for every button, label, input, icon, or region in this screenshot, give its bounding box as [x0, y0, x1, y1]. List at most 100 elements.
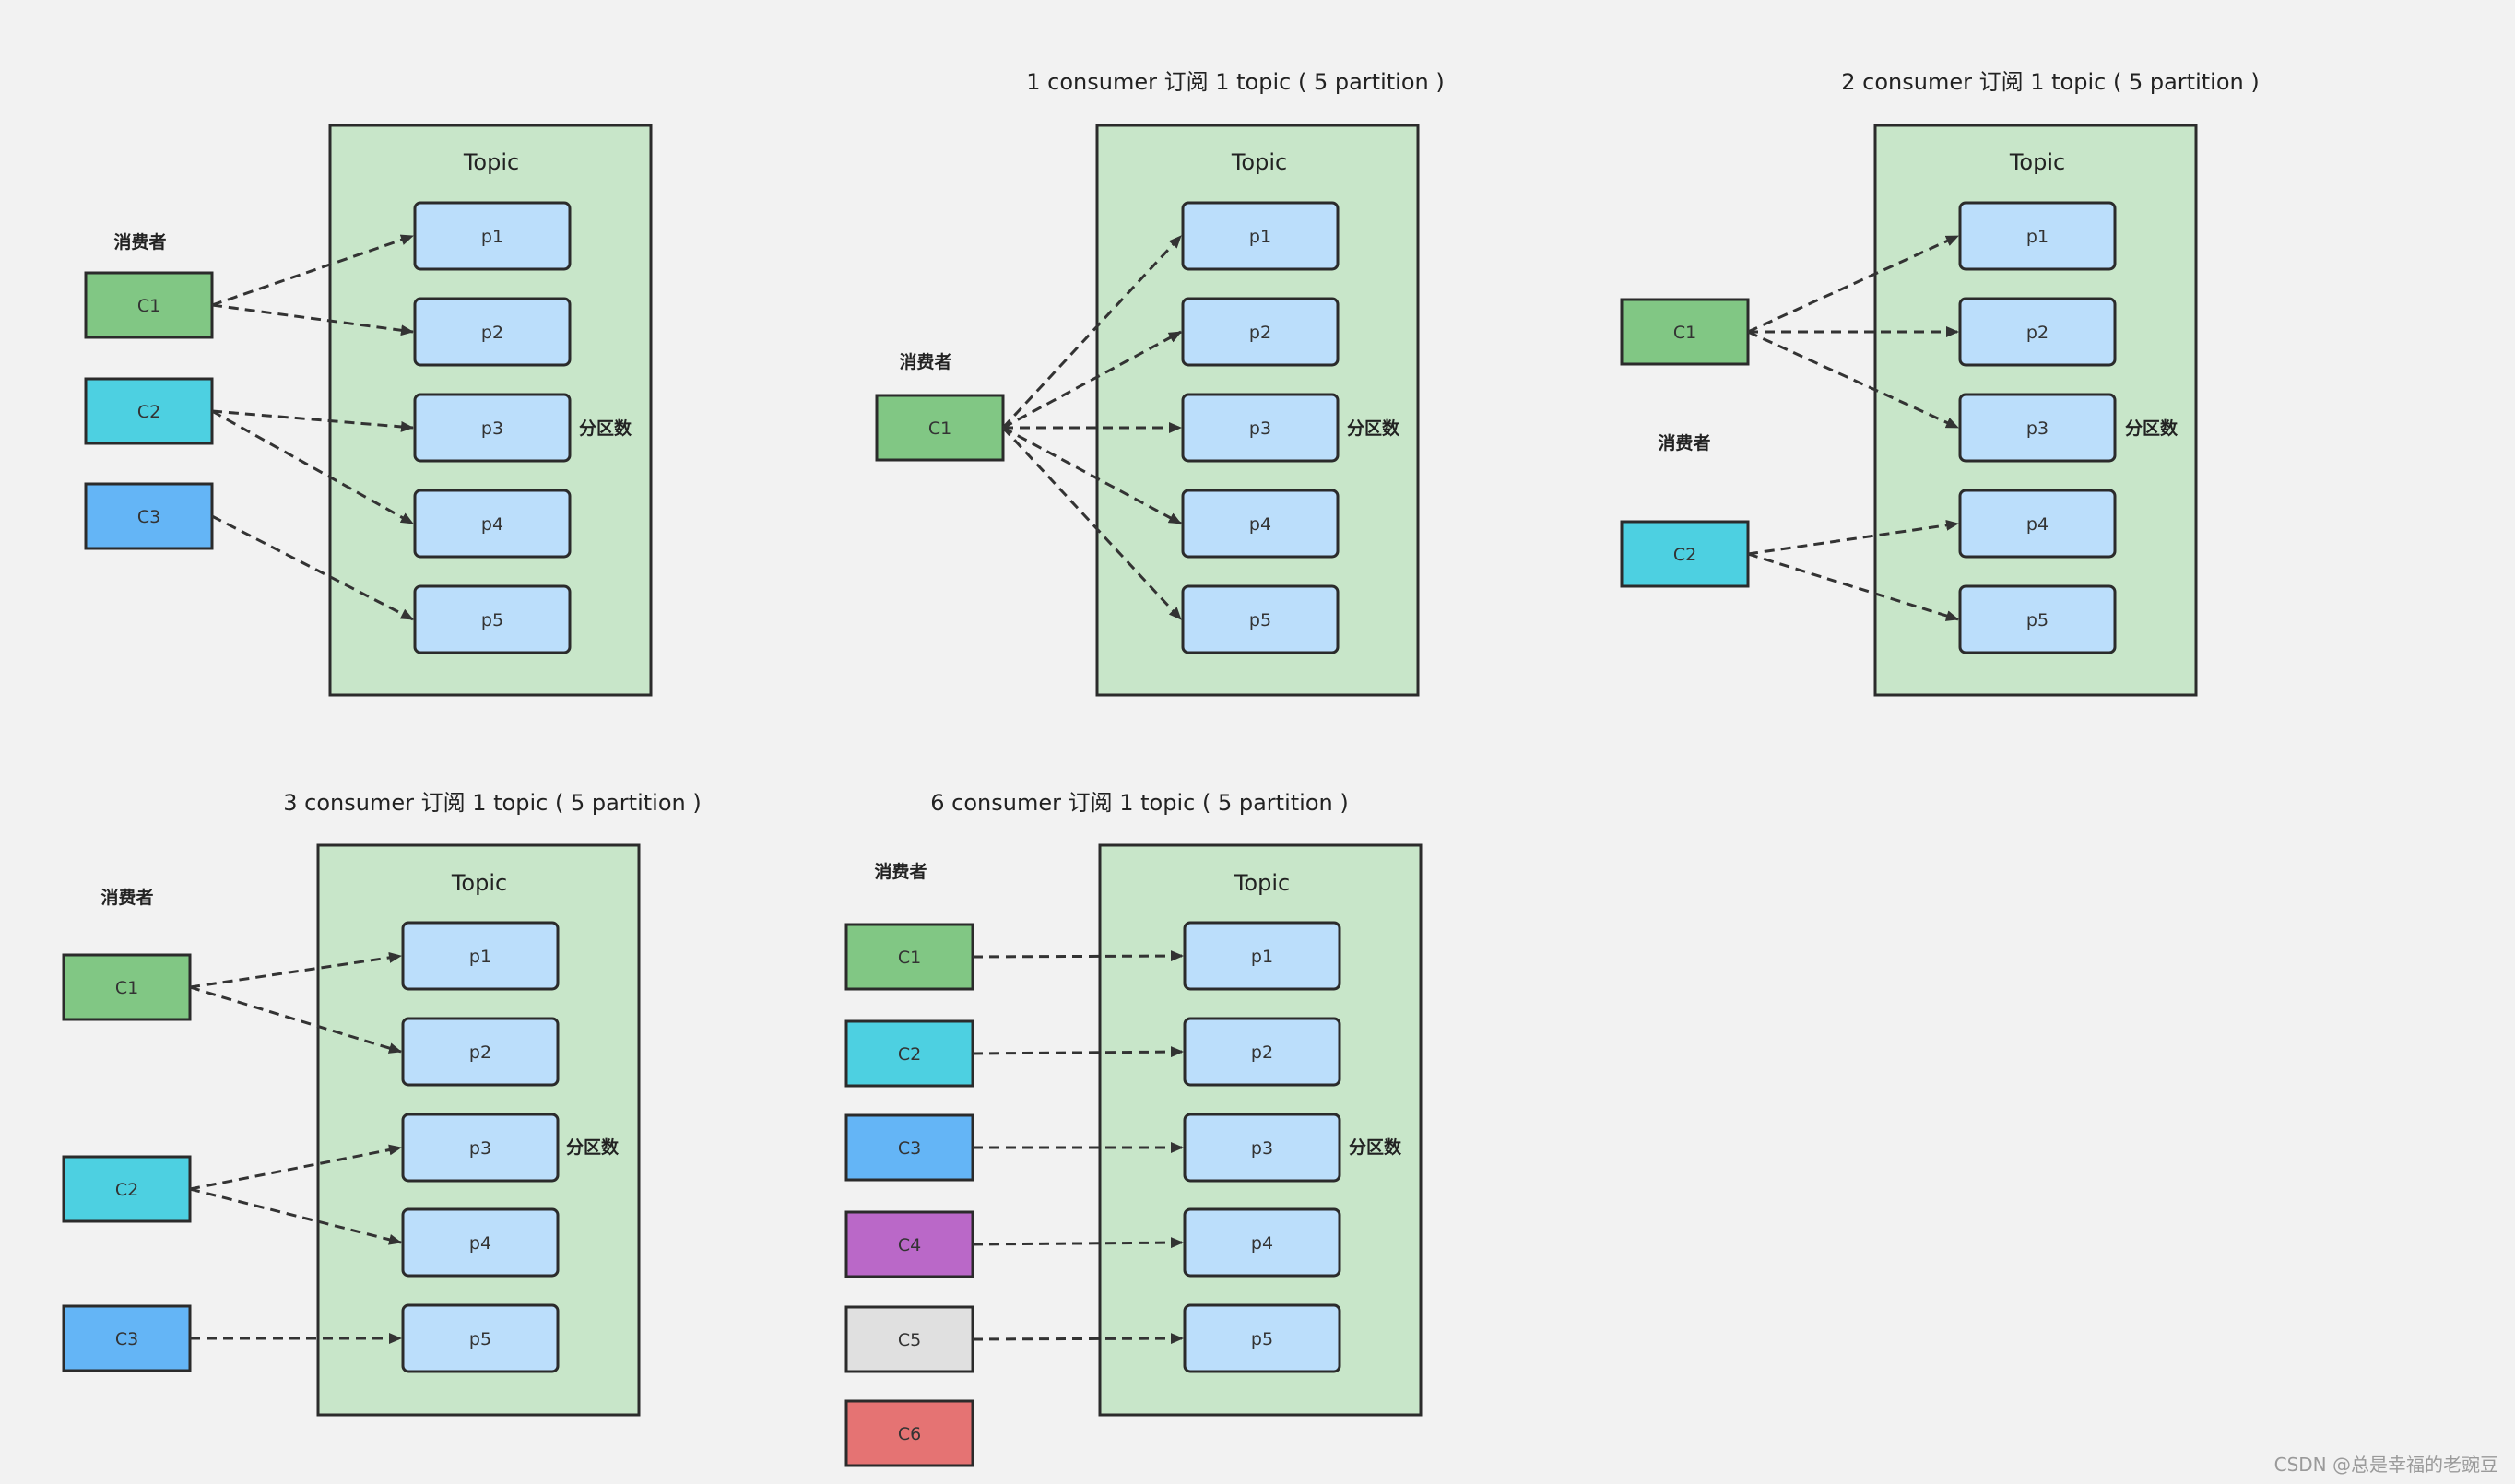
partition-p1: p1 [401, 921, 560, 991]
partition-count-label: 分区数 [566, 1137, 620, 1158]
consumer-c4-label: C4 [898, 1235, 921, 1255]
partition-p3-label: p3 [481, 418, 503, 439]
partition-p1: p1 [413, 201, 572, 271]
partition-p5: p5 [1958, 584, 2117, 654]
partition-p2-label: p2 [1249, 323, 1271, 343]
consumer-c1-label: C1 [115, 978, 138, 998]
topic-label: Topic [1231, 149, 1287, 175]
consumer-c5-label: C5 [898, 1330, 921, 1350]
assignment-arrow-c1-p3 [1747, 330, 1959, 430]
topic-label: Topic [1234, 870, 1290, 896]
assignment-arrow-c1-p1 [1001, 234, 1183, 430]
partition-p2: p2 [1958, 297, 2117, 367]
consumer-group-label: 消费者 [113, 231, 166, 253]
consumer-c6-label: C6 [898, 1424, 921, 1444]
assignment-arrow-c2-p3 [211, 409, 414, 432]
partition-p5-label: p5 [469, 1329, 491, 1349]
partition-count-label: 分区数 [1349, 1137, 1402, 1158]
topic-label: Topic [463, 149, 519, 175]
partition-p5: p5 [1183, 1303, 1341, 1373]
partition-p5: p5 [413, 584, 572, 654]
consumer-c2-label: C2 [115, 1180, 138, 1200]
consumer-c3-label: C3 [115, 1329, 138, 1349]
assignment-arrow-c3-p5 [211, 514, 414, 621]
partition-p5-label: p5 [1251, 1329, 1273, 1349]
consumer-c1: C1 [844, 923, 974, 991]
assignment-arrow-c1-p2 [189, 985, 402, 1054]
assignment-arrow-c5-p5 [972, 1333, 1184, 1345]
assignment-arrow-c1-p5 [1001, 426, 1183, 621]
assignment-arrow-c1-p4 [1002, 426, 1182, 525]
assignment-arrow-c2-p3 [189, 1144, 402, 1191]
consumer-c2: C2 [84, 377, 214, 445]
scenario-title: 1 consumer 订阅 1 topic ( 5 partition ) [1026, 69, 1444, 95]
partition-p2: p2 [1181, 297, 1340, 367]
assignment-arrow-c1-p1 [972, 950, 1184, 962]
consumer-c6: C6 [844, 1399, 974, 1467]
partition-p4: p4 [1958, 489, 2117, 559]
partition-p5-label: p5 [481, 610, 503, 630]
partition-p5-label: p5 [1249, 610, 1271, 630]
assignment-arrow-c2-p4 [211, 409, 414, 525]
partition-p1: p1 [1958, 201, 2117, 271]
partition-p3: p3 [1958, 393, 2117, 463]
partition-p2-label: p2 [1251, 1042, 1273, 1063]
consumer-c2: C2 [62, 1155, 192, 1223]
partition-p4-label: p4 [469, 1233, 491, 1254]
partition-p4: p4 [1181, 489, 1340, 559]
scenario-title: 2 consumer 订阅 1 topic ( 5 partition ) [1841, 69, 2259, 95]
assignment-arrow-c2-p5 [1747, 552, 1959, 621]
watermark: CSDN @总是幸福的老豌豆 [2274, 1454, 2498, 1476]
assignment-arrow-c2-p4 [189, 1187, 402, 1245]
consumer-c1: C1 [62, 953, 192, 1021]
scenario-panel-two-consumer: 2 consumer 订阅 1 topic ( 5 partition ) To… [1620, 69, 2260, 697]
consumer-c3: C3 [84, 482, 214, 550]
consumer-c1-label: C1 [898, 948, 921, 968]
topic-label: Topic [2009, 149, 2065, 175]
consumer-c2-label: C2 [1673, 545, 1696, 565]
consumer-c3: C3 [62, 1304, 192, 1372]
consumer-c1: C1 [875, 394, 1005, 462]
partition-p4-label: p4 [2026, 514, 2049, 535]
assignment-arrow-c2-p4 [1747, 519, 1959, 556]
consumer-c1-label: C1 [137, 296, 160, 316]
consumer-c3-label: C3 [137, 507, 160, 527]
partition-p2: p2 [401, 1017, 560, 1087]
scenario-title: 3 consumer 订阅 1 topic ( 5 partition ) [283, 790, 701, 816]
partition-p4: p4 [401, 1207, 560, 1278]
scenario-panel-three-consumer: 3 consumer 订阅 1 topic ( 5 partition ) To… [62, 790, 702, 1417]
consumer-c2-label: C2 [137, 402, 160, 422]
assignment-arrow-c1-p1 [189, 951, 402, 989]
partition-p1-label: p1 [481, 227, 503, 247]
partition-p5: p5 [401, 1303, 560, 1373]
partition-p4-label: p4 [1249, 514, 1271, 535]
partition-p3: p3 [401, 1113, 560, 1183]
consumer-c2: C2 [1620, 520, 1750, 588]
partition-p2: p2 [413, 297, 572, 367]
consumer-c1: C1 [1620, 298, 1750, 366]
consumer-c3-label: C3 [898, 1138, 921, 1159]
consumer-group-label: 消费者 [899, 351, 951, 372]
topic-label: Topic [451, 870, 507, 896]
consumer-c1-label: C1 [928, 418, 951, 439]
partition-count-label: 分区数 [1347, 418, 1400, 439]
consumer-c1: C1 [84, 271, 214, 339]
assignment-arrow-c1-p2 [211, 303, 414, 336]
partition-p2-label: p2 [481, 323, 503, 343]
partition-p4: p4 [1183, 1207, 1341, 1278]
partition-p3: p3 [413, 393, 572, 463]
scenario-title: 6 consumer 订阅 1 topic ( 5 partition ) [930, 790, 1348, 816]
partition-p3: p3 [1183, 1113, 1341, 1183]
assignment-arrow-c1-p1 [211, 234, 414, 307]
partition-p5-label: p5 [2026, 610, 2049, 630]
partition-p3: p3 [1181, 393, 1340, 463]
partition-p1-label: p1 [2026, 227, 2049, 247]
consumer-c5: C5 [844, 1305, 974, 1373]
consumer-c2: C2 [844, 1019, 974, 1088]
partition-p1-label: p1 [1251, 947, 1273, 967]
partition-p1: p1 [1183, 921, 1341, 991]
scenario-panel-six-consumer: 6 consumer 订阅 1 topic ( 5 partition ) To… [844, 790, 1423, 1467]
partition-p3-label: p3 [469, 1138, 491, 1159]
